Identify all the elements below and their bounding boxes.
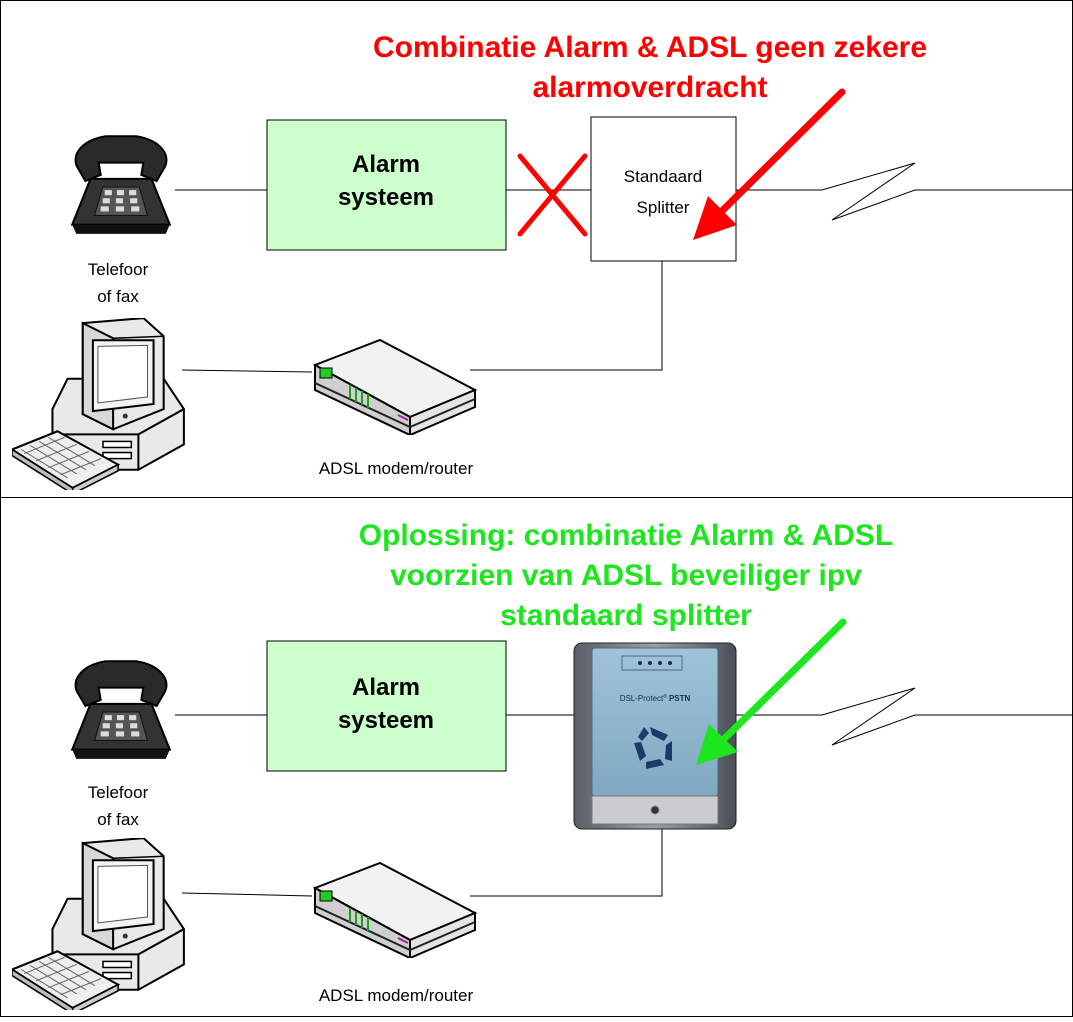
alarm-system-box [266, 119, 507, 251]
phone-label-line1: Telefoor [88, 260, 149, 279]
computer-modem-line [181, 369, 313, 373]
problem-headline-line1: Combinatie Alarm & ADSL geen zekere [373, 31, 927, 64]
svg-text:DSL-Protect®PSTN: DSL-Protect®PSTN [620, 693, 691, 703]
device-model: PSTN [669, 694, 691, 703]
alarm-label-line2: systeem [338, 707, 434, 734]
splitter-label-line2: Splitter [637, 198, 690, 217]
problem-headline-line2: alarmoverdracht [532, 71, 767, 104]
modem-icon [314, 339, 476, 435]
modem-icon [314, 862, 476, 958]
solution-headline-line1: Oplossing: combinatie Alarm & ADSL [359, 519, 894, 552]
device-logo-icon [634, 727, 672, 769]
phone-label-line2: of fax [97, 810, 139, 829]
solution-headline-line2: voorzien van ADSL beveiliger ipv [390, 559, 862, 592]
splitter-modem-line [470, 261, 663, 371]
splitter-label-line1: Standaard [624, 167, 702, 186]
alarm-system-box [266, 640, 507, 772]
alarm-label-line2: systeem [338, 184, 434, 211]
dsl-protect-device: DSL-Protect®PSTN [573, 642, 737, 830]
phone-label-line1: Telefoor [88, 783, 149, 802]
computer-modem-line [181, 892, 313, 897]
line-break-icon [736, 162, 1073, 221]
cross-icon [517, 153, 588, 237]
arrow-icon [693, 88, 846, 240]
device-modem-line [470, 828, 663, 897]
modem-label: ADSL modem/router [319, 986, 474, 1005]
splitter-box [590, 116, 737, 262]
device-sup: ® [663, 693, 667, 700]
bottom-panel: Alarm systeem DSL-Protect®PSTN [12, 519, 1073, 1010]
solution-headline-line3: standaard splitter [500, 599, 752, 632]
alarm-label-line1: Alarm [352, 674, 420, 701]
arrow-icon [696, 618, 847, 765]
top-panel: Alarm systeem Standaard Splitter Combina… [12, 31, 1073, 490]
telephone-icon [71, 660, 171, 760]
computer-icon [12, 838, 185, 1010]
modem-label: ADSL modem/router [319, 459, 474, 478]
line-break-icon [736, 687, 1073, 746]
telephone-icon [71, 135, 171, 235]
phone-label-line2: of fax [97, 287, 139, 306]
computer-icon [12, 318, 185, 490]
device-brand: DSL-Protect [620, 694, 664, 703]
alarm-label-line1: Alarm [352, 151, 420, 178]
